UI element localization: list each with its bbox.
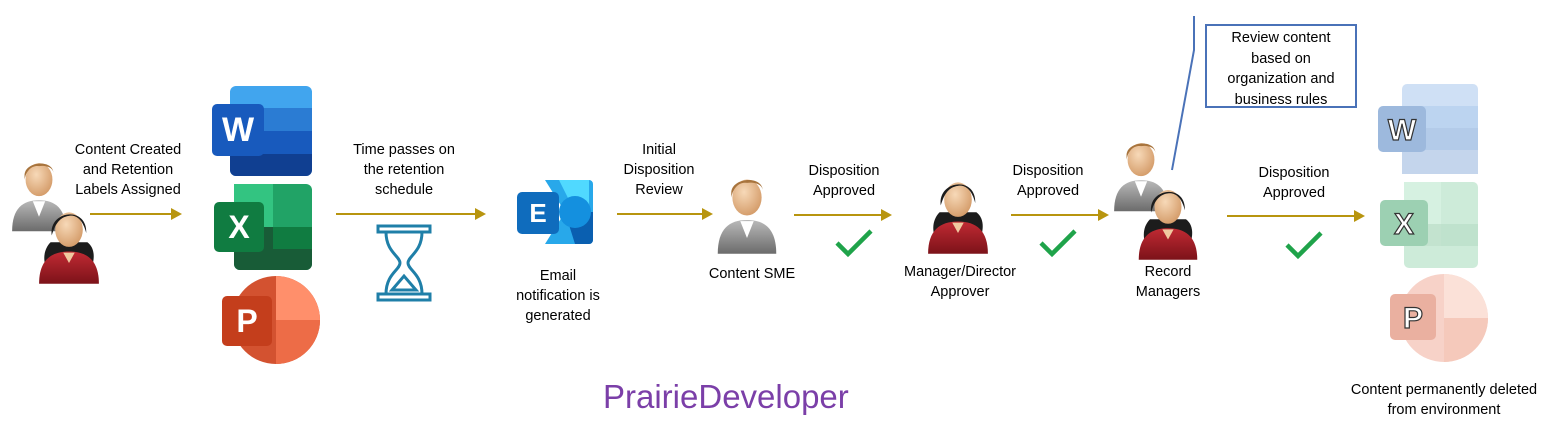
arrow-to-manager — [794, 209, 892, 221]
svg-text:X: X — [228, 209, 250, 245]
step-approved-3-label: Disposition Approved — [1258, 165, 1330, 201]
email-notification-label: Email notification is generated — [516, 268, 600, 324]
arrow-to-sme — [617, 208, 713, 220]
step-initial-review-label: Initial Disposition Review — [623, 142, 695, 198]
powerpoint-icon: P — [222, 276, 320, 364]
arrow-to-office — [90, 208, 182, 220]
svg-text:P: P — [1403, 302, 1423, 335]
check-icon-3 — [1285, 231, 1323, 260]
svg-text:W: W — [222, 111, 255, 149]
content-deleted-label: Content permanently deleted from environ… — [1350, 382, 1538, 418]
svg-text:P: P — [236, 303, 257, 339]
word-icon: W — [212, 86, 312, 176]
watermark-text: PrairieDeveloper — [603, 378, 849, 415]
deleted-word-icon: W — [1378, 84, 1478, 174]
hourglass-icon — [376, 224, 432, 302]
svg-text:X: X — [1394, 208, 1414, 241]
svg-text:E: E — [529, 198, 546, 228]
manager-approver-icon — [928, 182, 988, 254]
check-icon-1 — [835, 229, 873, 258]
deleted-powerpoint-icon: P — [1390, 274, 1488, 362]
svg-text:W: W — [1388, 114, 1417, 147]
record-managers-label: Record Managers — [1135, 264, 1201, 300]
content-sme-icon — [717, 179, 777, 254]
step-time-passes-label: Time passes on the retention schedule — [353, 142, 455, 198]
review-rules-callout: Review content based on organization and… — [1205, 24, 1357, 108]
step-approved-1-label: Disposition Approved — [808, 163, 880, 199]
check-icon-2 — [1039, 229, 1077, 258]
arrow-to-email — [336, 208, 486, 220]
arrow-to-deleted — [1227, 210, 1365, 222]
content-sme-label: Content SME — [708, 266, 796, 282]
manager-approver-label: Manager/Director Approver — [903, 264, 1016, 300]
step-approved-2-label: Disposition Approved — [1012, 163, 1084, 199]
exchange-icon: E — [517, 180, 593, 244]
step-created-label: Content Created and Retention Labels Ass… — [74, 142, 182, 198]
callout-pointer — [1171, 16, 1195, 171]
excel-icon: X — [214, 184, 312, 270]
arrow-to-records — [1011, 209, 1109, 221]
deleted-excel-icon: X — [1380, 182, 1478, 268]
